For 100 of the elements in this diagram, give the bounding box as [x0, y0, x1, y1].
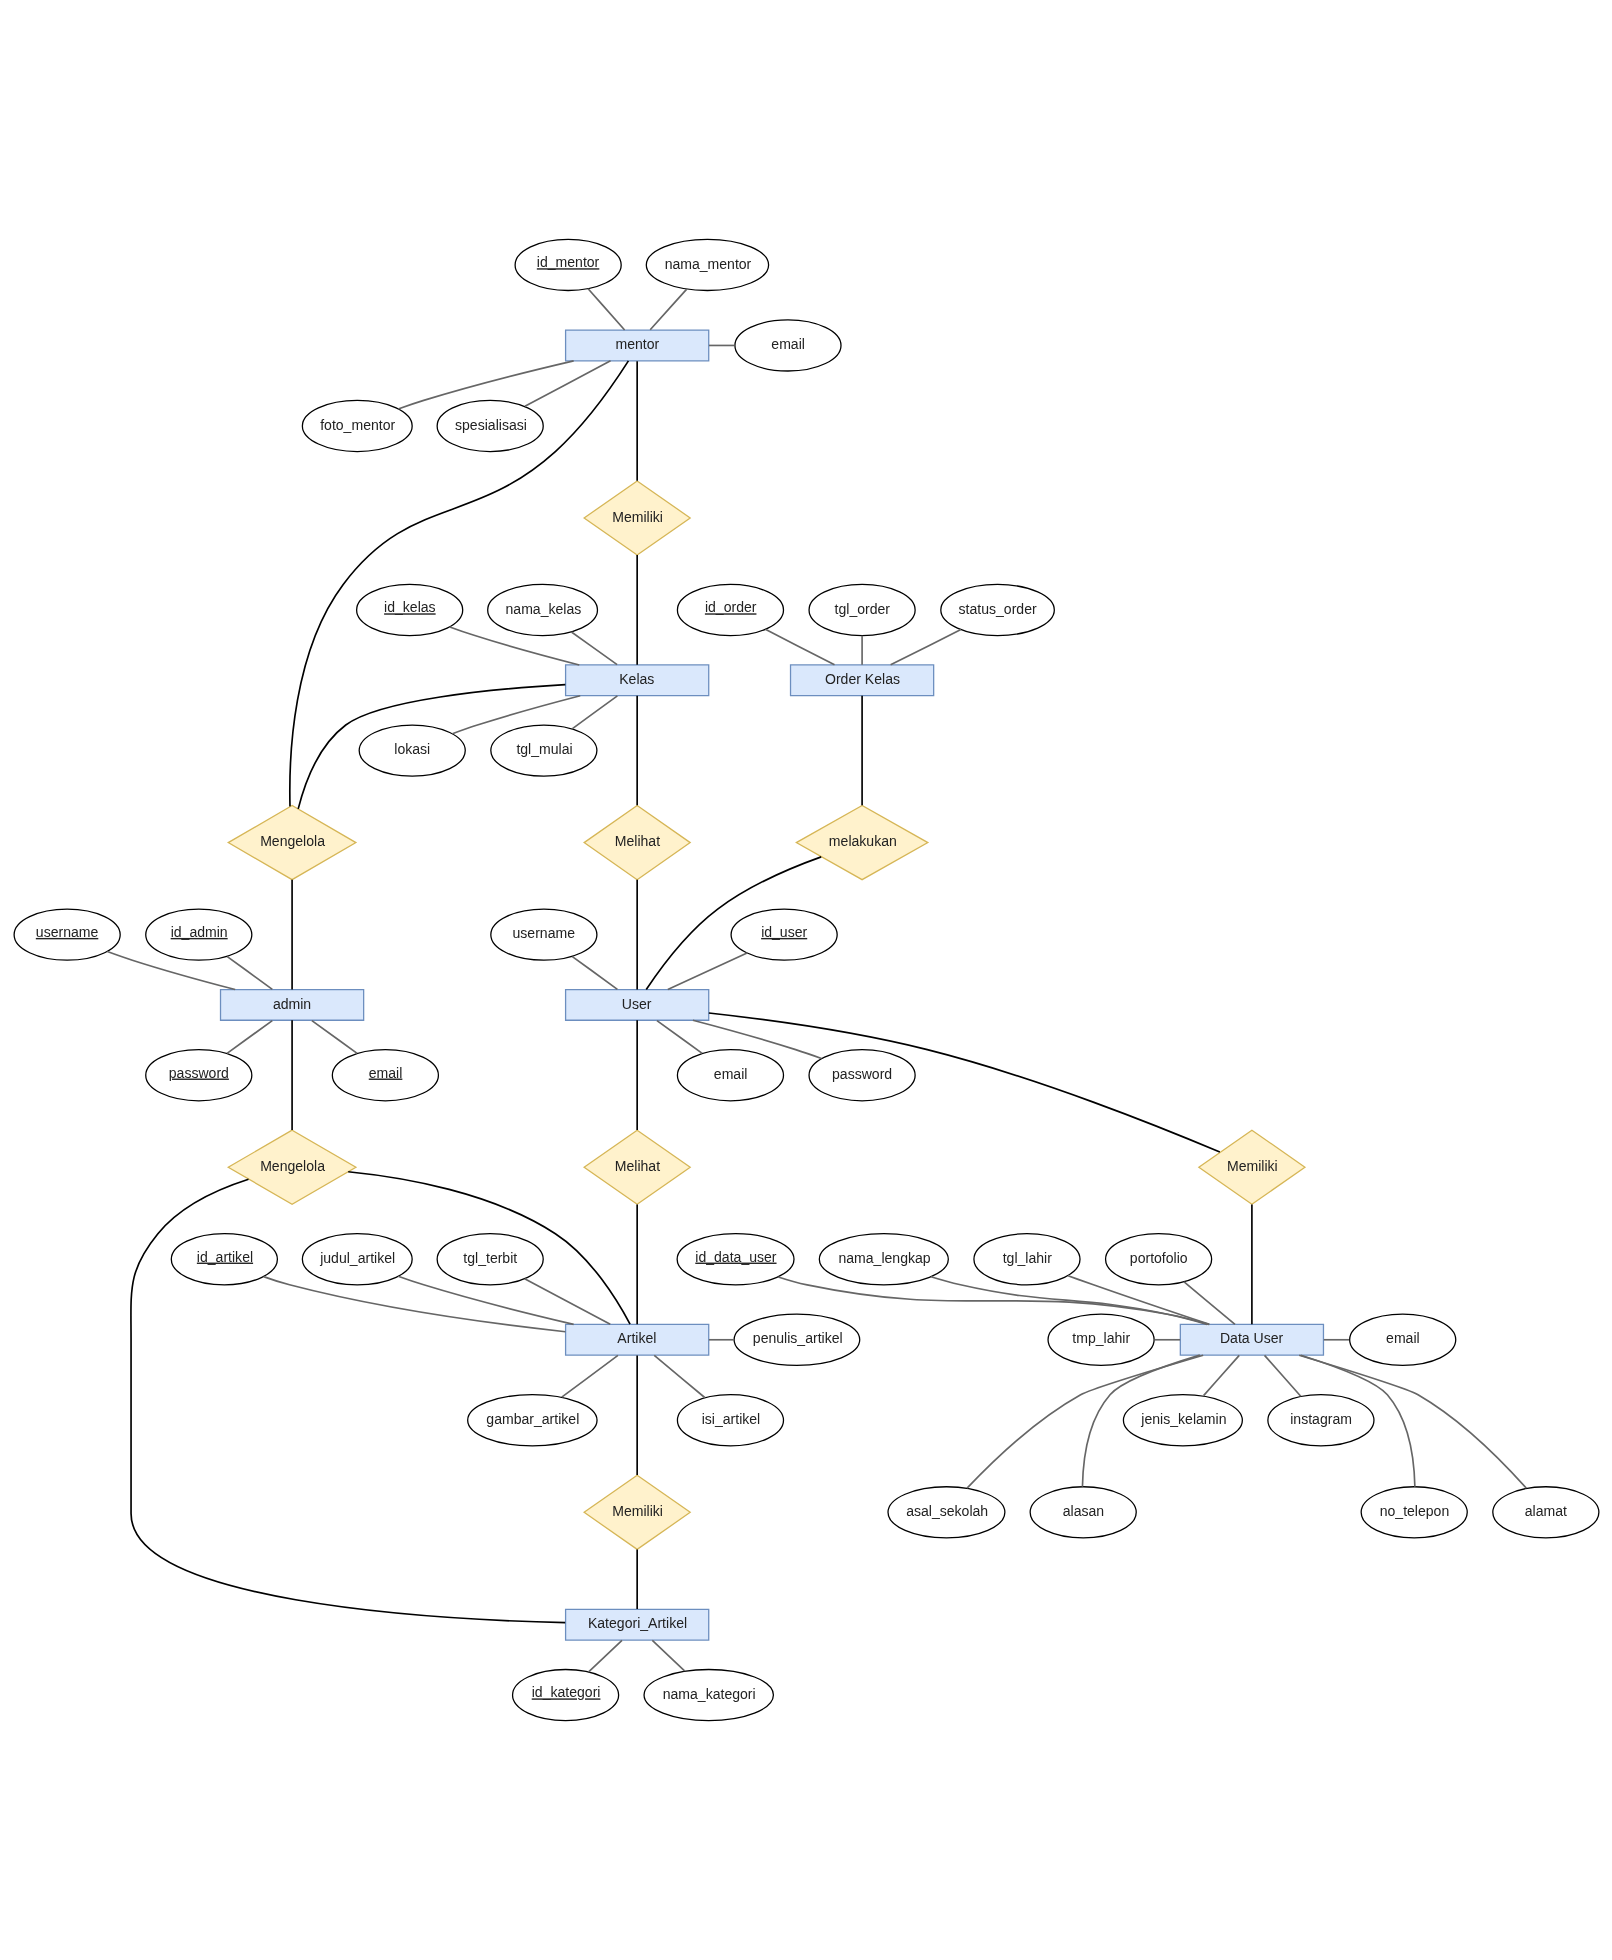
node-ellipse: id_admin	[144, 908, 252, 961]
connector	[451, 694, 581, 735]
connector	[1250, 1203, 1253, 1325]
connector	[764, 628, 835, 666]
node-diamond: Memiliki	[1197, 1129, 1306, 1206]
connector	[635, 1019, 638, 1131]
connector	[965, 1354, 1204, 1489]
node-box: Order Kelas	[789, 664, 934, 697]
node-ellipse: password	[807, 1049, 916, 1102]
connector	[448, 626, 580, 666]
node-diamond: Memiliki	[582, 480, 691, 556]
connector	[570, 695, 618, 730]
connector	[346, 1170, 631, 1325]
connector	[1066, 1274, 1210, 1326]
node-ellipse: spesialisasi	[436, 399, 544, 453]
node-ellipse: alasan	[1029, 1486, 1137, 1539]
connector	[635, 694, 638, 807]
node-ellipse: username	[12, 908, 121, 961]
node-ellipse: id_order	[676, 583, 784, 637]
connector	[288, 360, 629, 808]
node-diamond: Melihat	[582, 804, 691, 881]
node-ellipse: email	[331, 1049, 439, 1102]
node-box: Artikel	[564, 1323, 709, 1356]
node-ellipse: id_data_user	[676, 1233, 795, 1286]
connector	[655, 1019, 703, 1055]
connector	[1153, 1338, 1181, 1341]
connector	[560, 1354, 619, 1398]
connector	[587, 1639, 623, 1673]
connector	[586, 287, 625, 331]
connector	[635, 1354, 638, 1476]
node-ellipse: tgl_lahir	[972, 1233, 1081, 1286]
connector	[396, 360, 574, 410]
connector	[889, 628, 962, 666]
node-ellipse: username	[489, 908, 598, 961]
connector	[290, 1019, 293, 1131]
connector	[523, 1278, 611, 1326]
node-ellipse: gambar_artikel	[466, 1394, 598, 1447]
connector	[396, 1275, 574, 1326]
node-ellipse: tgl_order	[807, 583, 916, 637]
node-diamond: melakukan	[794, 804, 929, 881]
connector	[310, 1019, 358, 1055]
node-ellipse: nama_kategori	[642, 1668, 774, 1722]
connector	[635, 554, 638, 666]
node-ellipse: email	[733, 319, 842, 372]
node-ellipse: email	[676, 1049, 784, 1102]
node-ellipse: no_telepon	[1360, 1486, 1468, 1539]
node-ellipse: alamat	[1491, 1486, 1600, 1539]
connector	[929, 1275, 1208, 1326]
node-ellipse: nama_mentor	[645, 238, 769, 292]
connector	[635, 1203, 638, 1325]
connector	[651, 1639, 685, 1672]
connector	[635, 360, 638, 482]
connector	[1081, 1354, 1201, 1488]
node-diamond: Mengelola	[226, 1129, 357, 1206]
connector	[523, 360, 611, 408]
node-box: admin	[219, 988, 364, 1021]
node-ellipse: password	[144, 1049, 252, 1102]
node-diamond: Melihat	[582, 1129, 691, 1206]
node-ellipse: isi_artikel	[676, 1394, 784, 1447]
connector	[1182, 1281, 1236, 1326]
node-ellipse: nama_kelas	[486, 583, 598, 637]
node-ellipse: id_kategori	[511, 1668, 619, 1722]
connector	[648, 288, 688, 331]
connector	[707, 1338, 735, 1341]
node-ellipse: id_user	[729, 908, 838, 961]
connector	[290, 878, 293, 991]
node-box: User	[564, 988, 709, 1021]
node-box: Kategori_Artikel	[564, 1608, 709, 1641]
connector	[652, 1354, 706, 1399]
node-box: Data User	[1179, 1323, 1324, 1356]
connector	[776, 1276, 1210, 1326]
node-ellipse: status_order	[939, 583, 1055, 637]
node-ellipse: nama_lengkap	[818, 1233, 949, 1286]
node-ellipse: jenis_kelamin	[1122, 1394, 1243, 1447]
connector	[666, 952, 748, 991]
connector	[129, 1178, 566, 1624]
node-ellipse: id_artikel	[170, 1233, 278, 1286]
connector	[1299, 1354, 1416, 1488]
node-ellipse: email	[1348, 1313, 1456, 1366]
connector	[225, 1019, 273, 1055]
node-ellipse: judul_artikel	[301, 1233, 413, 1286]
connector	[570, 631, 618, 666]
node-box: Kelas	[564, 664, 709, 697]
connector	[1297, 1354, 1527, 1490]
connector	[225, 955, 273, 991]
node-ellipse: foto_mentor	[301, 399, 413, 453]
connector	[644, 856, 822, 991]
node-ellipse: asal_sekolah	[886, 1486, 1005, 1539]
connector	[105, 950, 236, 991]
connector	[1322, 1338, 1350, 1341]
node-diamond: Mengelola	[226, 804, 357, 881]
connector	[707, 1012, 1221, 1153]
connector	[1202, 1354, 1240, 1397]
node-ellipse: tmp_lahir	[1046, 1313, 1155, 1366]
connector	[296, 683, 566, 810]
node-ellipse: lokasi	[358, 724, 466, 777]
node-ellipse: tgl_mulai	[489, 724, 598, 777]
connector	[860, 634, 863, 666]
node-ellipse: id_kelas	[355, 583, 463, 637]
node-box: mentor	[564, 329, 709, 362]
